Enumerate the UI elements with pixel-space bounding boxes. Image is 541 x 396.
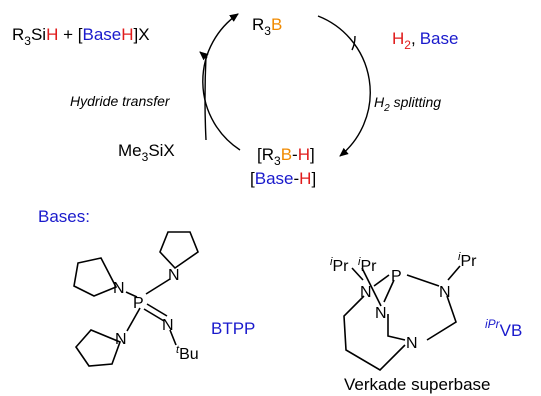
- btpp-atom-n-left: N: [113, 280, 125, 297]
- btpp-pn-double-2: [143, 308, 165, 322]
- h2-splitting-label: H2 splitting: [374, 94, 441, 114]
- product-arrowhead: [199, 51, 209, 61]
- vb-bridge-mid: [387, 314, 406, 341]
- me3six-label: Me3SiX: [118, 141, 175, 164]
- vb-bond-ipr-left: [351, 267, 364, 281]
- vb-bond-p-nright: [406, 274, 440, 287]
- vb-atom-n-right: N: [439, 284, 451, 301]
- r3b-label: R3B: [252, 15, 282, 38]
- verkade-caption: Verkade superbase: [344, 375, 491, 394]
- btpp-tbu-label: tBu: [176, 344, 199, 363]
- h2-splitting-arrow: [317, 15, 371, 157]
- borohydride-label: [R3B-H]: [257, 145, 315, 168]
- vb-atom-n-mid: N: [375, 305, 387, 322]
- h2-base-entry-arrow: [351, 35, 356, 51]
- verkade-structure: P N N N N iPr iPr iPr: [330, 251, 477, 372]
- verkade-name: iPrVB: [485, 317, 522, 340]
- vb-bridge-left: [343, 295, 406, 372]
- vb-bond-p-nmid: [383, 279, 395, 303]
- btpp-pn-double-1: [146, 303, 168, 317]
- btpp-atom-n-imine: N: [162, 317, 174, 334]
- vb-bond-ipr-right: [447, 265, 461, 281]
- bases-heading: Bases:: [38, 207, 90, 226]
- btpp-name: BTPP: [211, 319, 255, 338]
- vb-atom-n-left: N: [360, 284, 372, 301]
- vb-bond-nleft-p: [373, 274, 390, 287]
- btpp-structure: P N N N N tBu: [73, 231, 199, 367]
- btpp-atom-p: P: [133, 295, 144, 312]
- btpp-bond-ptop: [145, 278, 171, 295]
- protonated-base-label: [Base-H]: [250, 169, 316, 188]
- btpp-atom-n-top: N: [168, 267, 180, 284]
- btpp-ring-bottom: [74, 329, 122, 367]
- btpp-atom-n-bottom: N: [115, 331, 127, 348]
- vb-ipr-left: iPr: [330, 256, 349, 275]
- vb-bond-ipr-mid: [361, 267, 382, 307]
- silane-release-arrow: [204, 55, 207, 141]
- vb-atom-n-bottom: N: [406, 335, 418, 352]
- hydride-transfer-label: Hydride transfer: [70, 93, 171, 109]
- btpp-bond-pbottom: [126, 307, 141, 332]
- btpp-bond-pleft: [125, 291, 138, 298]
- vb-atom-p: P: [391, 268, 402, 285]
- vb-ipr-right: iPr: [458, 251, 477, 270]
- btpp-ring-top: [159, 231, 199, 270]
- hydride-transfer-arrow: [202, 13, 241, 151]
- reagent-h2-base-label: H2,Base: [392, 29, 458, 52]
- vb-ipr-mid: iPr: [358, 256, 377, 275]
- product-silane-label: R3SiH + [BaseH]X: [12, 25, 150, 48]
- btpp-ring-left: [73, 257, 118, 297]
- vb-bridge-right: [426, 295, 457, 341]
- btpp-bond-ntbu: [169, 329, 177, 346]
